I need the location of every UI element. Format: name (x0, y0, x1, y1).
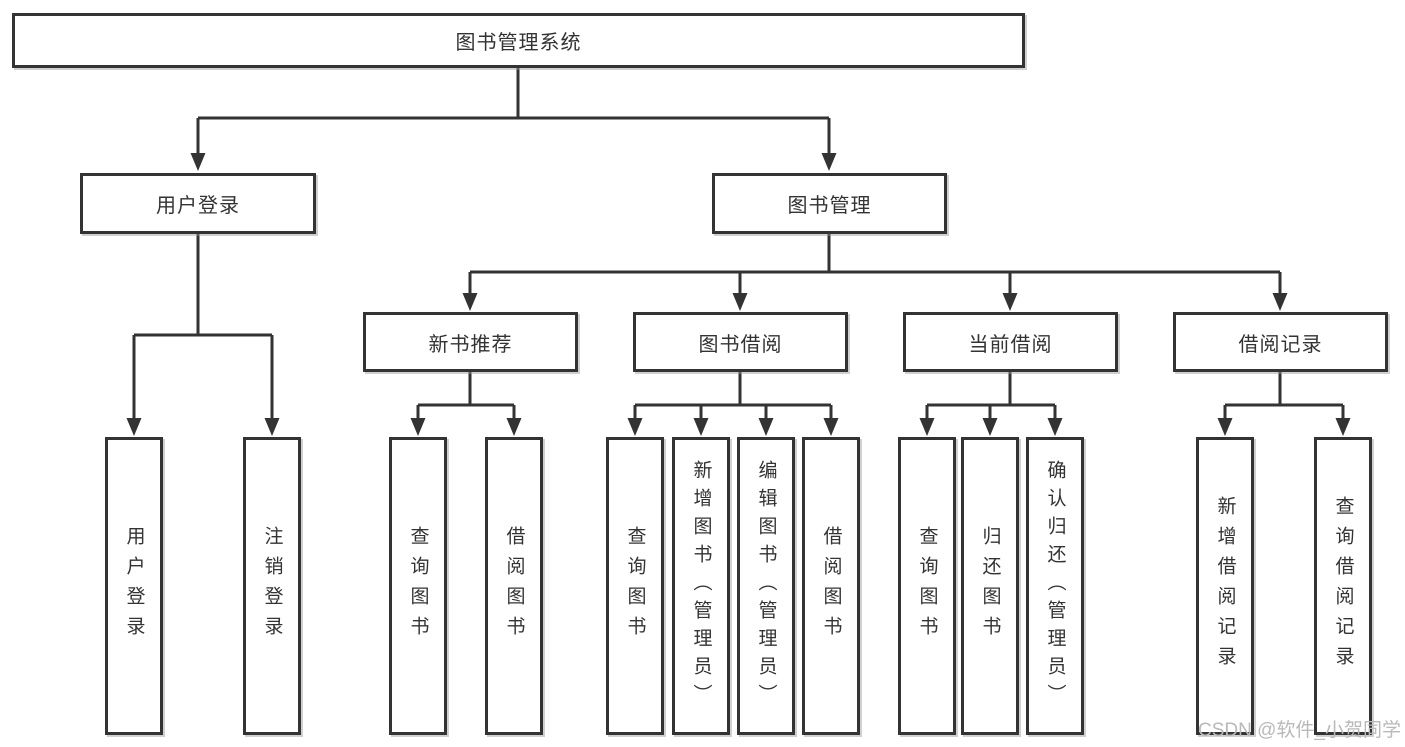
leaf-query-borrow-record: 查询借阅记录 (1314, 437, 1372, 735)
leaf-query-books-current: 查询图书 (898, 437, 956, 735)
leaf-user-login: 用户登录 (105, 437, 163, 735)
leaf-borrow-books: 借阅图书 (802, 437, 860, 735)
node-user-login: 用户登录 (80, 173, 316, 234)
leaf-query-books-recommend: 查询图书 (389, 437, 447, 735)
csdn-watermark: CSDN @软件_小贺同学 (1198, 720, 1401, 741)
leaf-borrow-books-recommend: 借阅图书 (485, 437, 543, 735)
leaf-confirm-return-admin: 确认归还（管理员） (1026, 437, 1084, 735)
node-new-book-recommend: 新书推荐 (363, 312, 578, 372)
leaf-logout-login: 注销登录 (243, 437, 301, 735)
leaf-add-books-admin: 新增图书（管理员） (672, 437, 730, 735)
leaf-add-borrow-record: 新增借阅记录 (1196, 437, 1254, 735)
leaf-edit-books-admin: 编辑图书（管理员） (737, 437, 795, 735)
node-borrow-records: 借阅记录 (1173, 312, 1388, 372)
node-root-library-system: 图书管理系统 (12, 13, 1025, 68)
leaf-return-books: 归还图书 (961, 437, 1019, 735)
leaf-query-books-borrow: 查询图书 (606, 437, 664, 735)
node-book-management: 图书管理 (712, 173, 947, 234)
node-current-borrow: 当前借阅 (903, 312, 1118, 372)
node-book-borrow: 图书借阅 (633, 312, 848, 372)
